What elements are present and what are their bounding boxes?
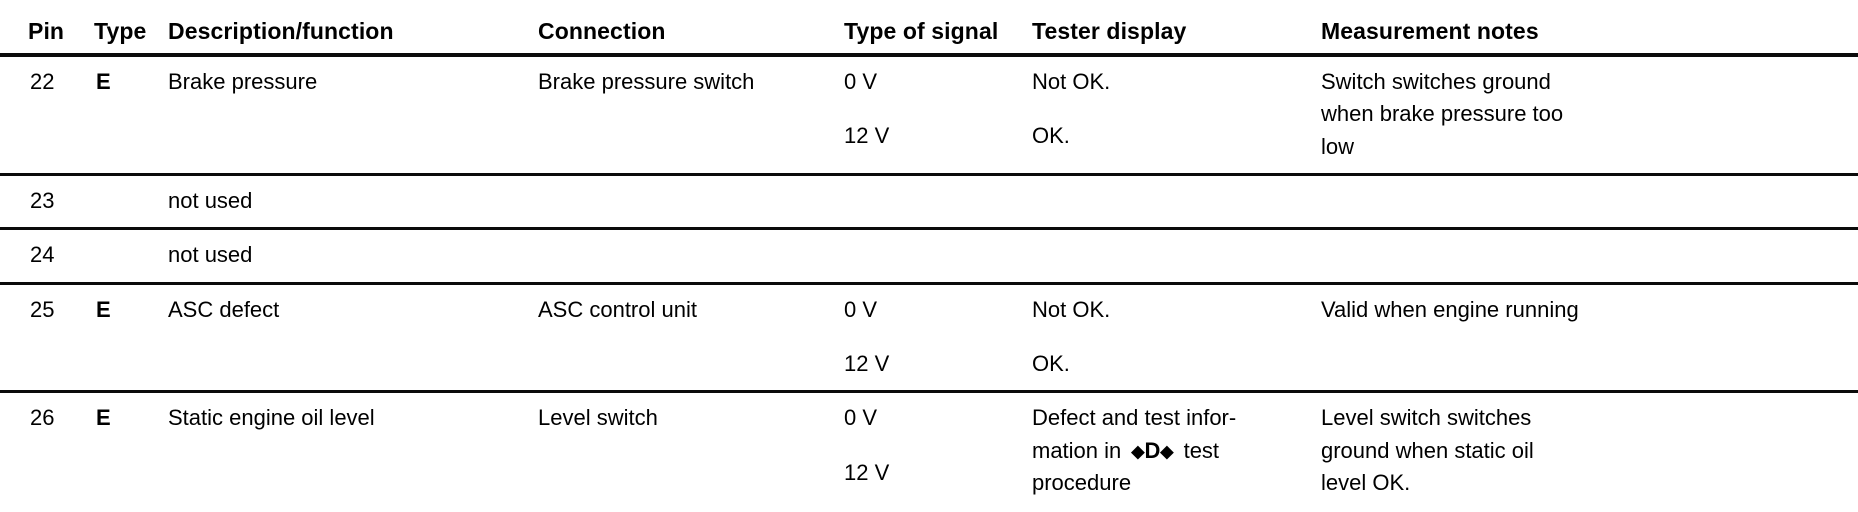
tester-value: Not OK. bbox=[1032, 69, 1111, 94]
tester-note-line: mation in ◆D◆ test bbox=[1032, 435, 1261, 467]
cell-tester-display: Not OK. OK. bbox=[1022, 283, 1277, 394]
cell-signal-type: 0 V 12 V bbox=[832, 392, 1022, 509]
table-body: 22 E Brake pressure Brake pressure switc… bbox=[0, 55, 1858, 509]
cell-type: E bbox=[96, 405, 111, 431]
tester-note-line: procedure bbox=[1032, 469, 1132, 495]
column-header-tester-display: Tester display bbox=[1022, 0, 1277, 57]
note-line: low bbox=[1321, 133, 1355, 159]
note-line: Switch switches ground bbox=[1321, 69, 1551, 94]
diamond-icon: ◆ bbox=[1160, 441, 1174, 461]
procedure-letter: D bbox=[1144, 437, 1161, 463]
table-row: 23 not used bbox=[0, 174, 1858, 231]
column-header-type: Type bbox=[90, 0, 162, 57]
table-row: 24 not used bbox=[0, 228, 1858, 285]
test-procedure-marker: ◆D◆ bbox=[1121, 438, 1183, 463]
cell-connection bbox=[532, 174, 832, 231]
cell-connection: ASC control unit bbox=[532, 283, 832, 394]
column-header-pin: Pin bbox=[0, 0, 90, 57]
note-line: Valid when engine running bbox=[1321, 296, 1579, 322]
signal-value: 12 V bbox=[844, 350, 890, 376]
tester-value: OK. bbox=[1032, 123, 1070, 149]
cell-description: Static engine oil level bbox=[168, 405, 375, 431]
cell-measurement-notes: Switch switches ground when brake pressu… bbox=[1277, 55, 1858, 176]
cell-tester-display: Defect and test infor- mation in ◆D◆ tes… bbox=[1022, 392, 1277, 509]
cell-measurement-notes bbox=[1277, 174, 1858, 231]
cell-pin: 25 bbox=[0, 283, 90, 394]
tester-note-text: test bbox=[1183, 437, 1220, 463]
signal-value: 12 V bbox=[844, 123, 890, 149]
cell-type: E bbox=[90, 55, 162, 176]
signal-value: 0 V bbox=[844, 296, 878, 322]
cell-measurement-notes bbox=[1277, 228, 1858, 285]
cell-description: Brake pressure bbox=[162, 55, 532, 176]
cell-signal-type: 0 V 12 V bbox=[832, 55, 1022, 176]
tester-value: OK. bbox=[1032, 350, 1070, 376]
table-row: 25 E ASC defect ASC control unit 0 V 12 … bbox=[0, 283, 1858, 394]
column-header-measurement-notes: Measurement notes bbox=[1277, 0, 1858, 57]
diamond-icon: ◆ bbox=[1131, 441, 1145, 461]
cell-signal-type: 0 V 12 V bbox=[832, 283, 1022, 394]
note-line: when brake pressure too bbox=[1321, 101, 1564, 127]
cell-tester-display: Not OK. OK. bbox=[1022, 55, 1277, 176]
cell-measurement-notes: Valid when engine running bbox=[1277, 283, 1858, 394]
note-line: ground when static oil bbox=[1321, 437, 1534, 463]
table-row: 26 E Static engine oil level Level switc… bbox=[0, 392, 1858, 509]
cell-tester-display bbox=[1022, 174, 1277, 231]
cell-pin: 23 bbox=[0, 174, 90, 231]
cell-tester-display bbox=[1022, 228, 1277, 285]
cell-type bbox=[90, 228, 162, 285]
cell-type bbox=[90, 174, 162, 231]
column-header-signal-type: Type of signal bbox=[832, 0, 1022, 57]
signal-value: 0 V bbox=[844, 69, 878, 94]
cell-connection: Brake pressure switch bbox=[532, 55, 832, 176]
signal-value: 0 V bbox=[844, 405, 878, 431]
cell-connection: Level switch bbox=[538, 405, 658, 431]
cell-measurement-notes: Level switch switches ground when static… bbox=[1277, 392, 1858, 509]
cell-signal-type bbox=[832, 174, 1022, 231]
cell-connection bbox=[532, 228, 832, 285]
note-line: Level switch switches bbox=[1321, 405, 1532, 431]
cell-pin: 26 bbox=[30, 405, 55, 431]
cell-type: E bbox=[90, 283, 162, 394]
cell-description: ASC defect bbox=[162, 283, 532, 394]
cell-description: not used bbox=[162, 228, 532, 285]
column-header-description: Description/function bbox=[162, 0, 532, 57]
tester-note-line: Defect and test infor- bbox=[1032, 405, 1237, 431]
cell-signal-type bbox=[832, 228, 1022, 285]
table-header: Pin Type Description/function Connection… bbox=[0, 0, 1858, 57]
column-header-connection: Connection bbox=[532, 0, 832, 57]
note-line: level OK. bbox=[1321, 469, 1411, 495]
tester-note-text: mation in bbox=[1032, 437, 1122, 463]
signal-value: 12 V bbox=[844, 459, 890, 485]
tester-value: Not OK. bbox=[1032, 296, 1111, 322]
cell-pin: 24 bbox=[0, 228, 90, 285]
cell-description: not used bbox=[162, 174, 532, 231]
table-header-row: Pin Type Description/function Connection… bbox=[0, 0, 1858, 57]
cell-pin: 22 bbox=[0, 55, 90, 176]
table-row: 22 E Brake pressure Brake pressure switc… bbox=[0, 55, 1858, 176]
